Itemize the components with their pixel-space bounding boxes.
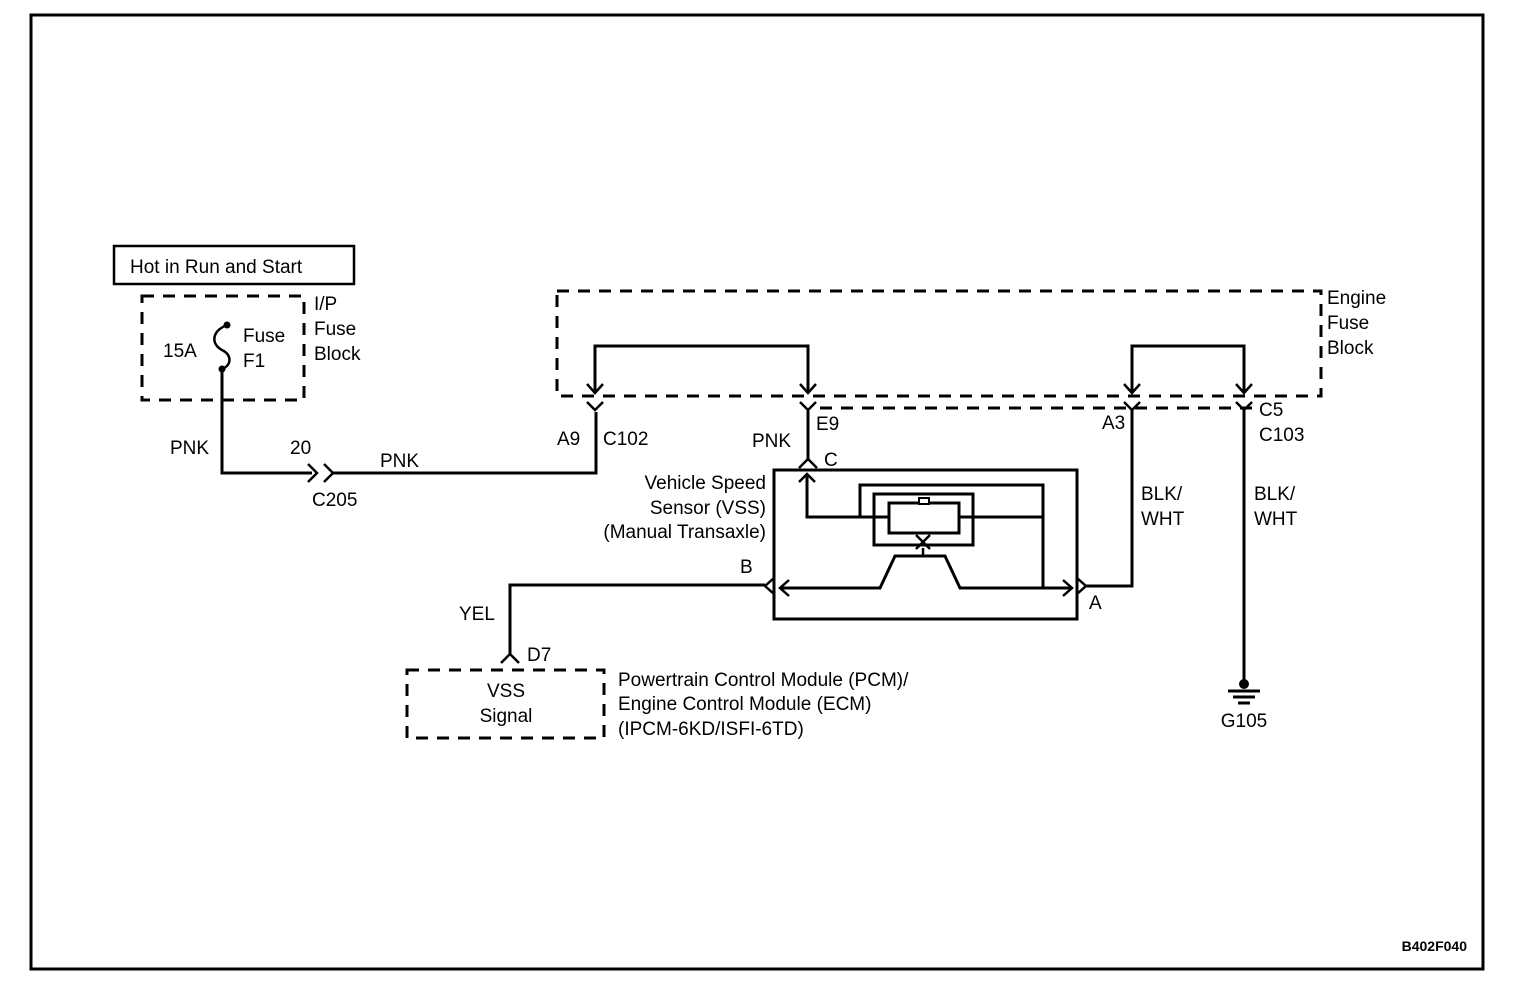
pin-a3: A3 <box>1102 413 1125 434</box>
pin-c5: C5 <box>1259 400 1283 421</box>
vss-sensor-icon <box>778 472 1074 597</box>
pcm-label-3: (IPCM-6KD/ISFI-6TD) <box>618 719 804 740</box>
bus-c103 <box>1130 344 1246 392</box>
ip-fuse-block-label-3: Block <box>314 344 361 365</box>
fuse-name-2: F1 <box>243 351 265 372</box>
vss-label-2: Sensor (VSS) <box>650 498 766 519</box>
power-source-box <box>112 244 356 286</box>
vss-label-1: Vehicle Speed <box>645 473 767 494</box>
power-source-label: Hot in Run and Start <box>130 257 303 278</box>
wire-yel <box>508 583 765 655</box>
pcm-label-2: Engine Control Module (ECM) <box>618 694 871 715</box>
diagram-frame <box>29 13 1485 971</box>
fuse-name-1: Fuse <box>243 326 285 347</box>
wire-pnk-fuse <box>220 369 312 475</box>
wire-label-blk-wht-2a: BLK/ <box>1254 484 1296 505</box>
wire-label-pnk-1: PNK <box>170 438 209 459</box>
engine-fuse-block-label-2: Fuse <box>1327 313 1369 334</box>
pcm-pin-d7-icon <box>500 652 520 664</box>
engine-fuse-block-label-1: Engine <box>1327 288 1386 309</box>
fuse-rating: 15A <box>163 341 197 362</box>
pcm-inner-1: VSS <box>487 681 525 702</box>
fuse-icon <box>213 321 231 373</box>
vss-pin-a: A <box>1089 593 1102 614</box>
wire-label-blk-wht-2b: WHT <box>1254 509 1298 530</box>
c102-name: C102 <box>603 429 648 450</box>
vss-pin-c: C <box>824 450 838 471</box>
vss-pin-c-icon <box>798 457 818 469</box>
bus-c102 <box>593 344 810 392</box>
vss-pin-b: B <box>740 557 753 578</box>
engine-fuse-block-label-3: Block <box>1327 338 1374 359</box>
wire-label-pnk-3: PNK <box>752 431 791 452</box>
pin-a9: A9 <box>557 429 580 450</box>
engine-fuse-block-outline <box>555 289 1323 398</box>
wire-pnk-c205-to-c102 <box>332 412 598 475</box>
wire-label-yel: YEL <box>459 604 495 625</box>
ground-icon <box>1228 679 1260 705</box>
c205-name: C205 <box>312 490 357 511</box>
wire-label-pnk-2: PNK <box>380 451 419 472</box>
ground-label: G105 <box>1221 711 1267 732</box>
wire-label-blk-wht-1a: BLK/ <box>1141 484 1183 505</box>
pcm-pin-d7: D7 <box>527 645 551 666</box>
wire-blk-wht-1 <box>1086 410 1134 588</box>
connector-a9-icon <box>586 383 604 412</box>
pcm-label-1: Powertrain Control Module (PCM)/ <box>618 670 909 691</box>
pin-e9: E9 <box>816 414 839 435</box>
pcm-module-outline <box>405 668 606 740</box>
figure-id: B402F040 <box>1402 938 1468 954</box>
ip-fuse-block-label-1: I/P <box>314 294 337 315</box>
c103-name: C103 <box>1259 425 1304 446</box>
pcm-inner-2: Signal <box>480 706 533 727</box>
wire-label-blk-wht-1b: WHT <box>1141 509 1185 530</box>
vss-label-3: (Manual Transaxle) <box>603 522 766 543</box>
c205-pin: 20 <box>290 438 311 459</box>
ip-fuse-block-label-2: Fuse <box>314 319 356 340</box>
vss-component-box <box>772 468 1079 621</box>
